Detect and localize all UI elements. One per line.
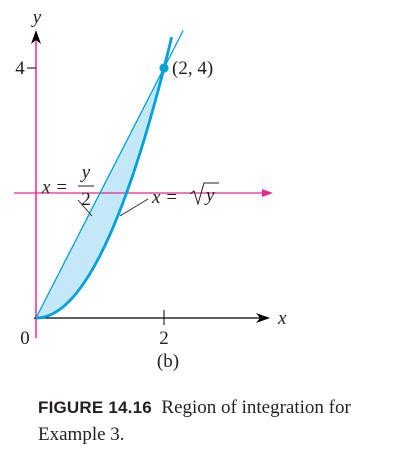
curve-x-equals-sqrt-y: [35, 36, 174, 320]
line-label-numerator: y: [80, 162, 91, 183]
origin-label: 0: [20, 328, 30, 349]
y-axis-arrowhead: [31, 30, 41, 44]
y-tick-label-4: 4: [15, 58, 25, 79]
figure-caption: FIGURE 14.16 Region of integration for E…: [38, 394, 408, 448]
caption-text: Region of integration for Example 3.: [38, 397, 351, 445]
line-x-equals-y-over-2: [35, 30, 184, 319]
parabola-label-lhs: x =: [151, 187, 178, 208]
parabola-label-radicand: y: [204, 185, 215, 206]
line-label-denominator: 2: [81, 189, 91, 210]
line-label-lhs: x =: [41, 177, 68, 198]
x-axis-label: x: [277, 308, 287, 329]
intersection-point: [159, 63, 169, 73]
horizontal-line-arrowhead: [262, 189, 273, 197]
x-tick-label-2: 2: [159, 328, 169, 349]
parabola-label-radical-sign: [189, 182, 219, 206]
caption-label: FIGURE 14.16: [38, 398, 152, 417]
x-axis-arrowhead: [256, 313, 270, 323]
parabola-label-leader: [119, 198, 149, 217]
point-label: (2, 4): [172, 58, 213, 79]
plot-area: y x 4 2 0 (2, 4) x = y 2 x = y: [14, 7, 287, 349]
sublabel: (b): [157, 351, 179, 372]
line-label-leader: [77, 199, 93, 217]
y-axis-label: y: [31, 7, 42, 28]
